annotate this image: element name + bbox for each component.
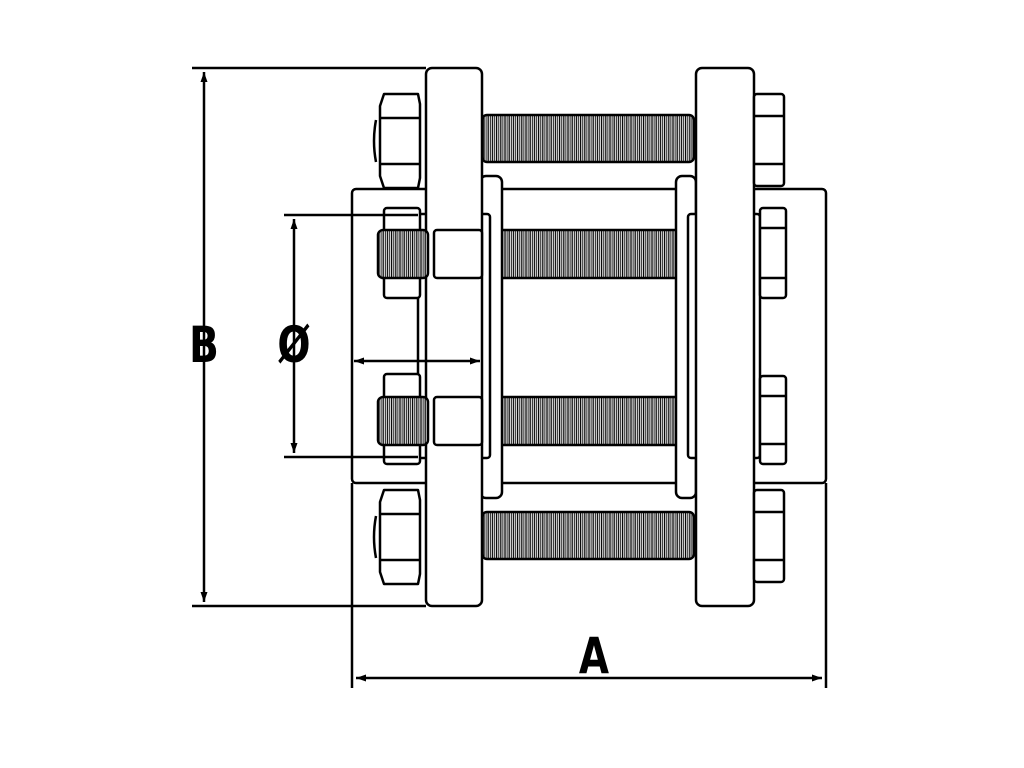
nut-left-lower (376, 372, 484, 466)
dimension-b (192, 66, 426, 608)
label-a: A (579, 626, 609, 685)
rod-upper (482, 228, 694, 280)
outer-flange-left (424, 66, 484, 608)
rod-lower (482, 395, 694, 447)
dimension-a (350, 483, 828, 688)
nut-right-top (752, 92, 786, 188)
label-b: B (189, 315, 219, 374)
label-diameter: Ø (277, 315, 310, 374)
nut-right-lower (758, 374, 788, 466)
rod-bottom (480, 510, 696, 561)
nut-left-bottom (372, 488, 422, 586)
dimension-diameter (284, 213, 480, 459)
nut-right-bottom (752, 488, 786, 584)
nut-left-top (372, 92, 422, 190)
nut-right-upper (758, 206, 788, 300)
rod-top (480, 113, 696, 164)
outer-flange-right (694, 66, 756, 608)
nut-left-upper (376, 206, 484, 300)
